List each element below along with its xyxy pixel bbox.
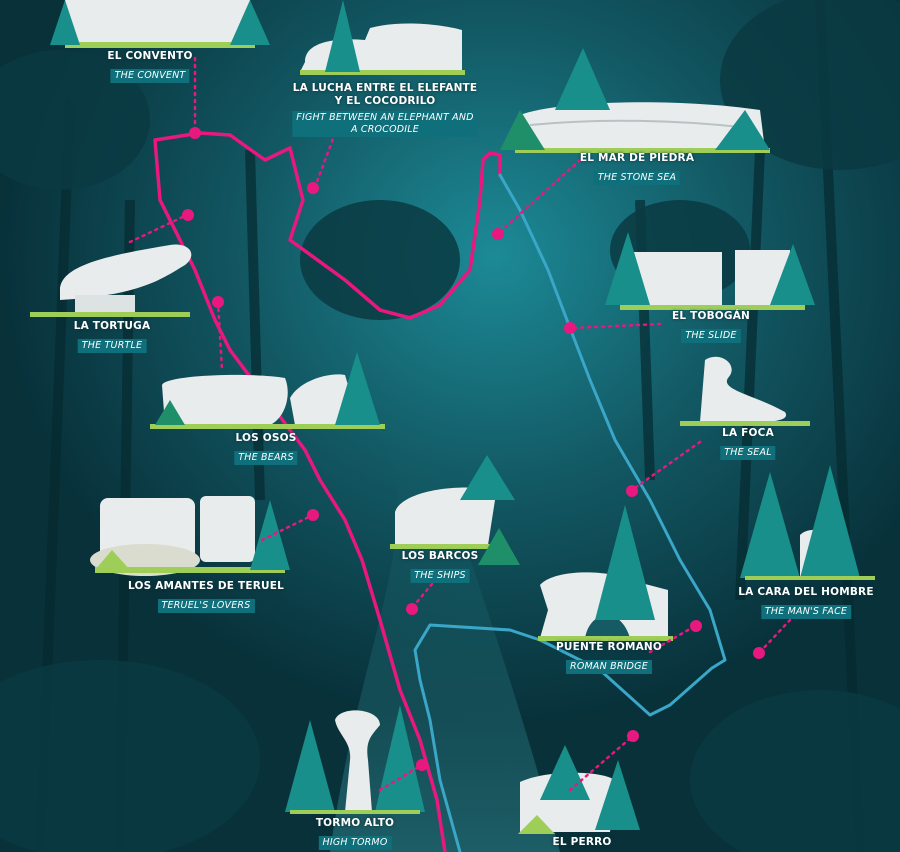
blue-route[interactable] xyxy=(413,173,727,852)
marker-los-barcos xyxy=(406,603,418,615)
place-translation: THE SEAL xyxy=(720,446,776,460)
label-puente-romano[interactable]: PUENTE ROMANO ROMAN BRIDGE xyxy=(556,641,662,674)
place-name: EL PERRO xyxy=(552,836,612,848)
place-translation: THE SHIPS xyxy=(410,569,470,583)
label-los-osos[interactable]: LOS OSOS THE BEARS xyxy=(234,432,298,465)
label-el-mar-de-piedra[interactable]: EL MAR DE PIEDRA THE STONE SEA xyxy=(580,152,694,185)
place-name: LA LUCHA ENTRE EL ELEFANTE Y EL COCODRIL… xyxy=(292,82,478,107)
marker-mar-de-piedra xyxy=(492,228,504,240)
place-translation: THE SLIDE xyxy=(681,329,741,343)
place-name: LOS AMANTES DE TERUEL xyxy=(127,580,285,592)
marker-el-tobogan xyxy=(564,322,576,334)
rock-la-cara-del-hombre xyxy=(740,465,875,580)
rock-los-barcos xyxy=(390,455,520,565)
rock-la-tortuga xyxy=(30,244,192,317)
rock-el-perro xyxy=(518,745,640,834)
label-los-barcos[interactable]: LOS BARCOS THE SHIPS xyxy=(402,550,479,583)
rock-la-foca xyxy=(680,356,810,426)
rock-illustrations xyxy=(30,0,875,834)
place-translation: HIGH TORMO xyxy=(318,836,392,850)
marker-la-cara-del-hombre xyxy=(753,647,765,659)
label-elefante-cocodrilo[interactable]: LA LUCHA ENTRE EL ELEFANTE Y EL COCODRIL… xyxy=(292,82,478,137)
rock-los-osos xyxy=(150,352,385,429)
marker-los-osos xyxy=(212,296,224,308)
place-name: EL CONVENTO xyxy=(107,50,193,62)
rock-elefante-cocodrilo xyxy=(300,0,465,75)
marker-el-perro xyxy=(627,730,639,742)
place-translation: TERUEL'S LOVERS xyxy=(157,599,255,613)
magenta-route[interactable] xyxy=(153,131,502,852)
place-name: EL TOBOGÁN xyxy=(671,310,751,322)
marker-la-foca xyxy=(626,485,638,497)
place-translation: THE TURTLE xyxy=(77,339,147,353)
marker-los-amantes xyxy=(307,509,319,521)
place-markers[interactable] xyxy=(182,127,765,771)
forest-floor-path xyxy=(330,440,560,852)
label-el-tobogan[interactable]: EL TOBOGÁN THE SLIDE xyxy=(672,310,750,343)
place-name: LOS OSOS xyxy=(235,432,297,444)
place-name: LA CARA DEL HOMBRE xyxy=(738,586,874,598)
place-name: LOS BARCOS xyxy=(401,550,479,562)
place-name: PUENTE ROMANO xyxy=(555,641,663,653)
rock-puente-romano xyxy=(538,505,673,641)
place-translation: FIGHT BETWEEN AN ELEPHANT AND A CROCODIL… xyxy=(292,111,478,137)
rock-el-tobogan xyxy=(605,232,815,310)
marker-tormo-alto xyxy=(416,759,428,771)
place-translation: THE CONVENT xyxy=(110,69,190,83)
place-translation: THE MAN'S FACE xyxy=(760,605,852,619)
marker-puente-romano xyxy=(690,620,702,632)
label-la-tortuga[interactable]: LA TORTUGA THE TURTLE xyxy=(74,320,151,353)
label-la-cara-del-hombre[interactable]: LA CARA DEL HOMBRE THE MAN'S FACE xyxy=(738,586,874,619)
place-name: LA FOCA xyxy=(722,427,774,439)
marker-el-convento xyxy=(189,127,201,139)
place-translation: THE BEARS xyxy=(234,451,298,465)
place-name: LA TORTUGA xyxy=(73,320,151,332)
marker-elefante-cocodrilo xyxy=(307,182,319,194)
place-name: EL MAR DE PIEDRA xyxy=(579,152,695,164)
label-la-foca[interactable]: LA FOCA THE SEAL xyxy=(720,427,776,460)
marker-la-tortuga xyxy=(182,209,194,221)
place-translation: ROMAN BRIDGE xyxy=(566,660,652,674)
label-tormo-alto[interactable]: TORMO ALTO HIGH TORMO xyxy=(316,817,394,850)
place-translation: THE STONE SEA xyxy=(593,171,681,185)
leader-lines xyxy=(128,56,792,792)
label-los-amantes[interactable]: LOS AMANTES DE TERUEL TERUEL'S LOVERS xyxy=(128,580,284,613)
rock-el-convento xyxy=(50,0,270,48)
place-name: TORMO ALTO xyxy=(315,817,395,829)
rock-los-amantes xyxy=(90,496,290,576)
rock-mar-de-piedra xyxy=(500,48,770,153)
label-el-convento[interactable]: EL CONVENTO THE CONVENT xyxy=(107,50,192,83)
label-el-perro[interactable]: EL PERRO xyxy=(552,836,611,849)
